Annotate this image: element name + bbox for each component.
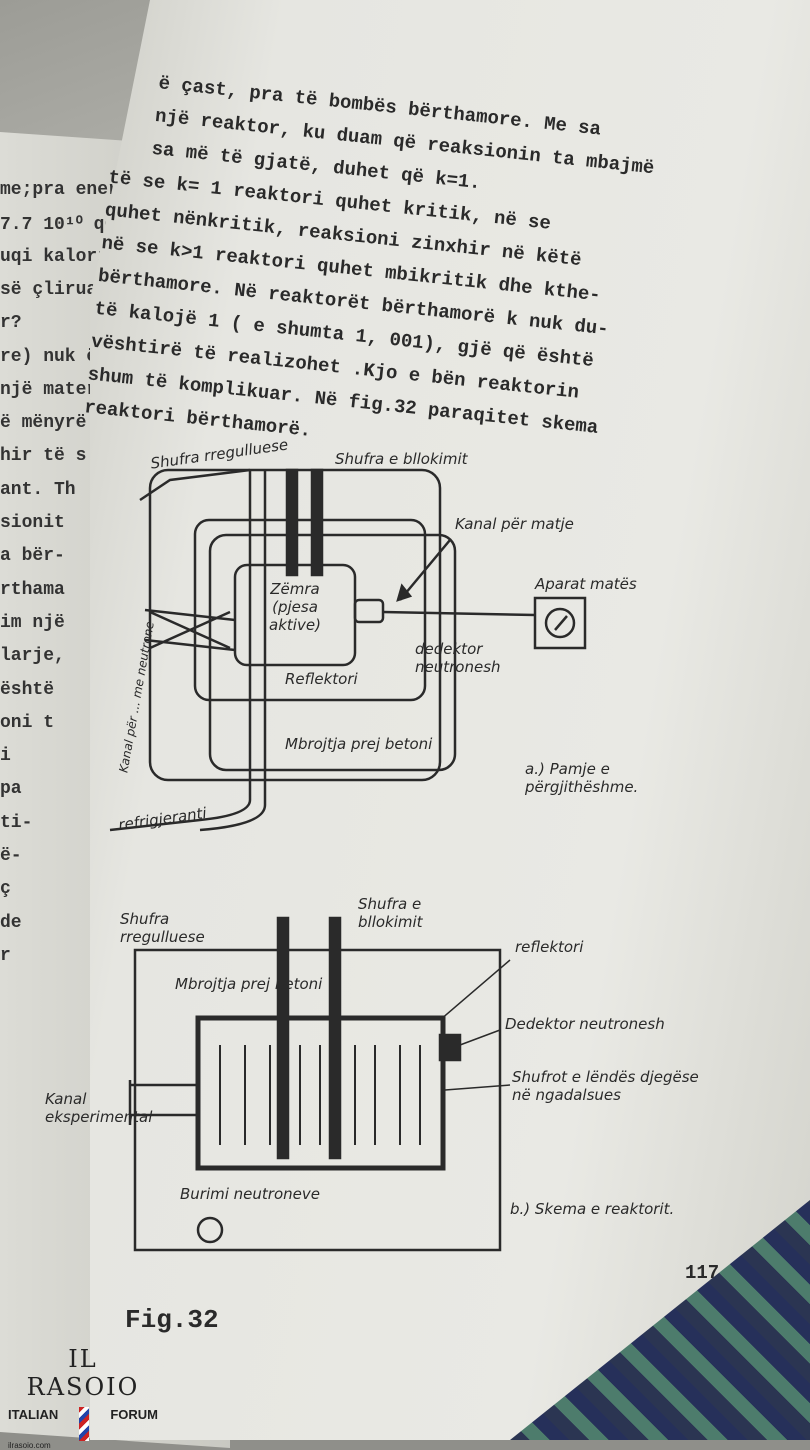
- left-page-line: me;pra energ: [0, 180, 130, 200]
- left-page-line: rthama: [0, 579, 65, 600]
- label-reflector-b: reflektori: [515, 938, 584, 956]
- label-shield-b: Mbrojtja prej betoni: [175, 975, 323, 993]
- label-detector-b: Dedektor neutronesh: [505, 1015, 665, 1033]
- left-page-line: është: [0, 679, 55, 700]
- barber-pole-icon: [79, 1407, 90, 1441]
- caption-b: b.) Skema e reaktorit.: [510, 1200, 675, 1218]
- left-page-line: de: [0, 912, 22, 933]
- left-page-line: ë mënyrë: [0, 413, 87, 434]
- left-page-line: hir të s: [0, 446, 87, 467]
- label-meter: Aparat matës: [535, 575, 637, 593]
- label-blocking-rods-b: Shufra e bllokimit: [358, 895, 423, 931]
- label-source-b: Burimi neutroneve: [180, 1185, 320, 1203]
- label-fuel-b: Shufrot e lëndës djegëse në ngadalsues: [512, 1068, 699, 1104]
- left-page-line: re) nuk ë: [0, 346, 98, 367]
- figure-a-drawing: [109, 468, 587, 832]
- left-page-line: së çliruar: [0, 279, 109, 300]
- label-shield-a: Mbrojtja prej betoni: [285, 735, 433, 753]
- label-measure-channel: Kanal për matje: [455, 515, 574, 533]
- left-page-line: një mater: [0, 379, 98, 400]
- logo-left: ITALIAN: [8, 1407, 59, 1422]
- left-page-line: r: [0, 945, 11, 966]
- left-page-line: uqi kalorif: [0, 246, 119, 267]
- logo-right: FORUM: [110, 1407, 158, 1422]
- left-page-line: i: [0, 746, 11, 767]
- left-page-line: im një: [0, 612, 65, 633]
- page-number: 117: [685, 1262, 720, 1284]
- left-page-line: sionit: [0, 513, 65, 533]
- logo-site: ilrasoio.com: [8, 1441, 51, 1450]
- left-page-line: a bër-: [0, 546, 65, 567]
- left-page-line: ant. Th: [0, 479, 76, 500]
- caption-a: a.) Pamje e përgjithëshme.: [525, 760, 639, 796]
- left-page-line: 7.7 10¹⁰ qo: [0, 215, 116, 236]
- left-page-line: ë-: [0, 846, 22, 866]
- left-page-line: ti-: [0, 812, 33, 833]
- left-page-line: oni t: [0, 712, 55, 733]
- label-core: Zëmra (pjesa aktive): [269, 580, 321, 634]
- label-blocking-rods-a: Shufra e bllokimit: [335, 450, 468, 468]
- logo-title: IL RASOIO: [26, 1345, 140, 1401]
- figure-label: Fig.32: [125, 1305, 219, 1335]
- figure-b-drawing: [128, 916, 511, 1252]
- label-detector-a: dedektor neutronesh: [415, 640, 501, 676]
- label-control-rods-b: Shufra rregulluese: [120, 910, 205, 946]
- left-page-line: pa: [0, 779, 22, 800]
- left-page-line: larje,: [0, 646, 65, 667]
- left-page-line: ç: [0, 879, 11, 900]
- label-channel-b: Kanal eksperimental: [45, 1090, 153, 1126]
- left-page-line: r?: [0, 313, 22, 334]
- watermark-logo: IL RASOIO ITALIAN FORUM ilrasoio.com: [8, 1345, 158, 1450]
- label-reflector-a: Reflektori: [285, 670, 358, 688]
